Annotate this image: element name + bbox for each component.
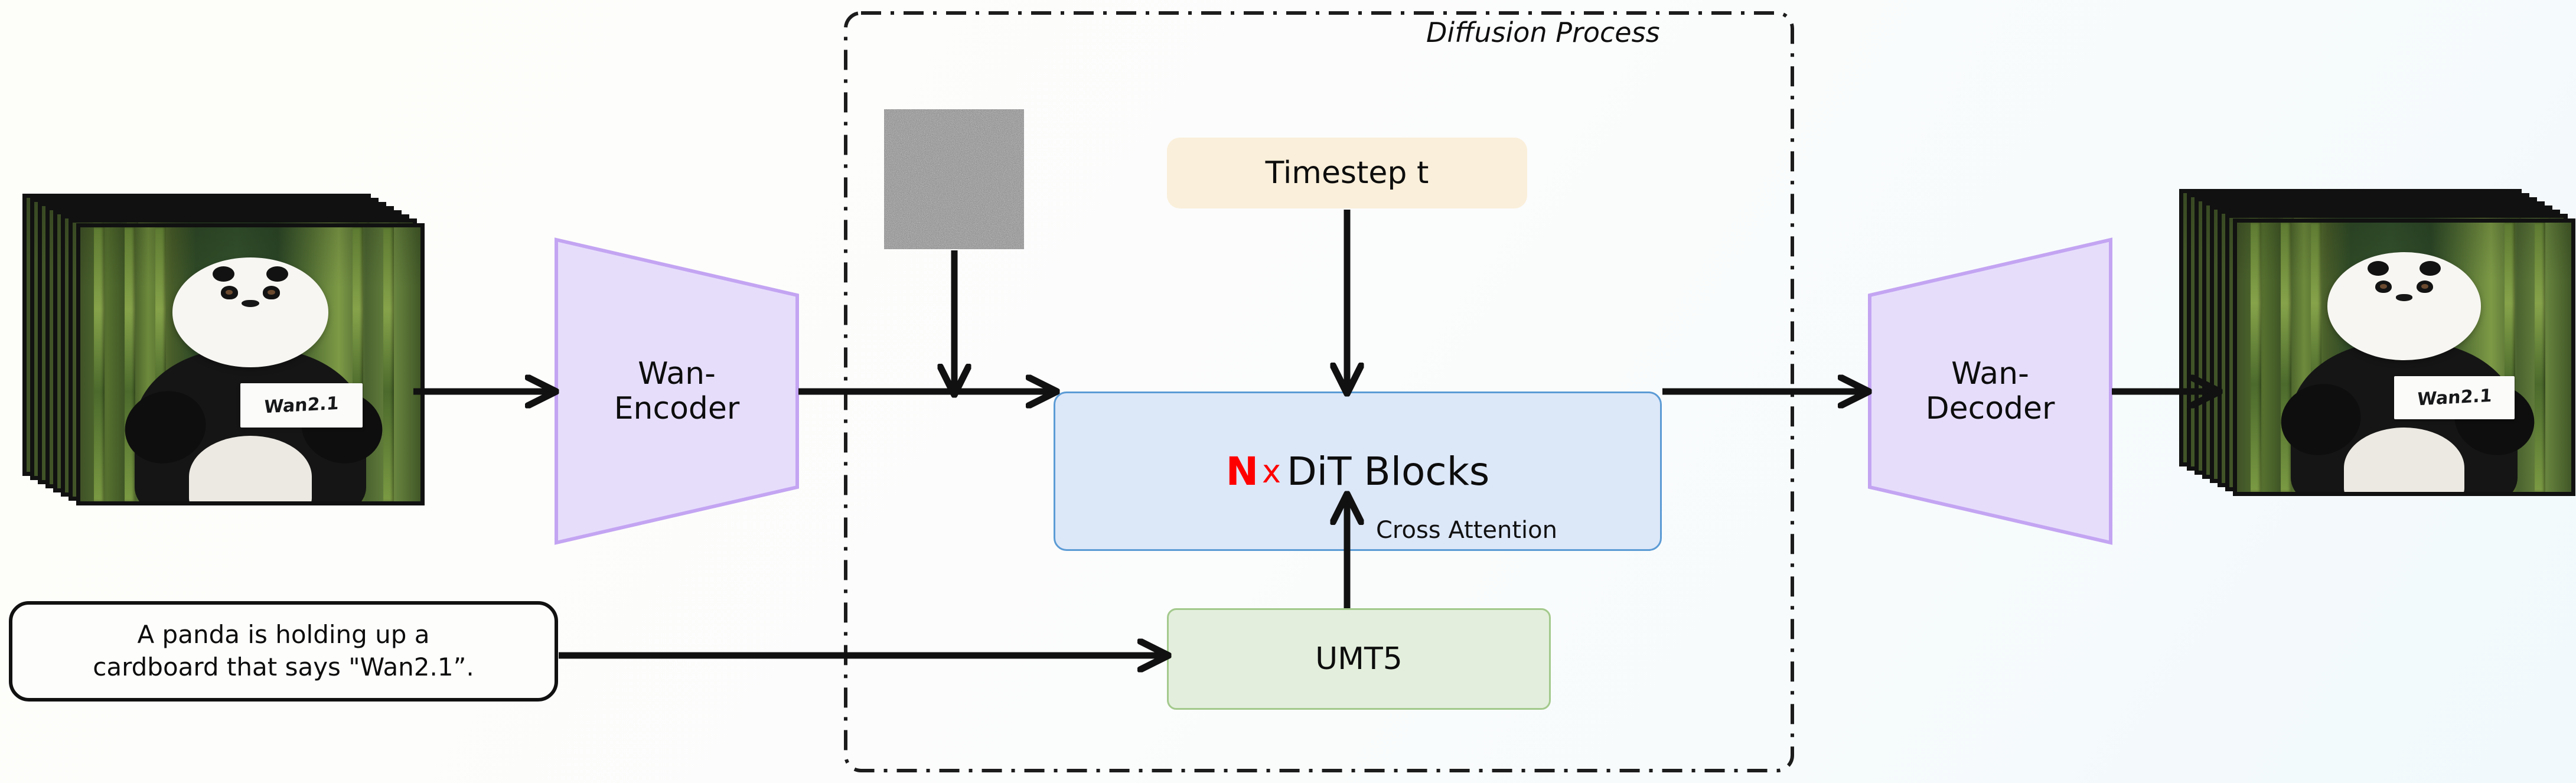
- timestep-box[interactable]: Timestep t: [1167, 138, 1527, 208]
- gaussian-noise-icon: [884, 109, 1024, 249]
- prompt-line-2: cardboard that says "Wan2.1”.: [93, 652, 474, 681]
- dit-repeat-count: N: [1225, 448, 1258, 494]
- panda-sign: Wan2.1: [2394, 376, 2515, 419]
- prompt-line-1: A panda is holding up a: [137, 620, 430, 650]
- wan-encoder-trapezoid: [555, 237, 799, 545]
- dit-multiply-symbol: x: [1261, 452, 1281, 490]
- input-video-stack[interactable]: Wan2.1: [22, 194, 425, 524]
- dit-blocks-label: DiT Blocks: [1286, 448, 1490, 494]
- input-video-front-frame: Wan2.1: [76, 223, 425, 505]
- diffusion-process-label: Diffusion Process: [1426, 17, 1660, 48]
- text-prompt-box[interactable]: A panda is holding up a cardboard that s…: [9, 601, 558, 702]
- panda-sign: Wan2.1: [240, 383, 363, 428]
- cross-attention-label: Cross Attention: [1376, 517, 1557, 544]
- output-video-front-frame: Wan2.1: [2233, 218, 2575, 496]
- output-video-stack[interactable]: Wan2.1: [2179, 189, 2576, 555]
- wan-decoder-trapezoid: [1868, 237, 2112, 545]
- timestep-label: Timestep t: [1265, 155, 1429, 191]
- umt5-label: UMT5: [1315, 641, 1403, 677]
